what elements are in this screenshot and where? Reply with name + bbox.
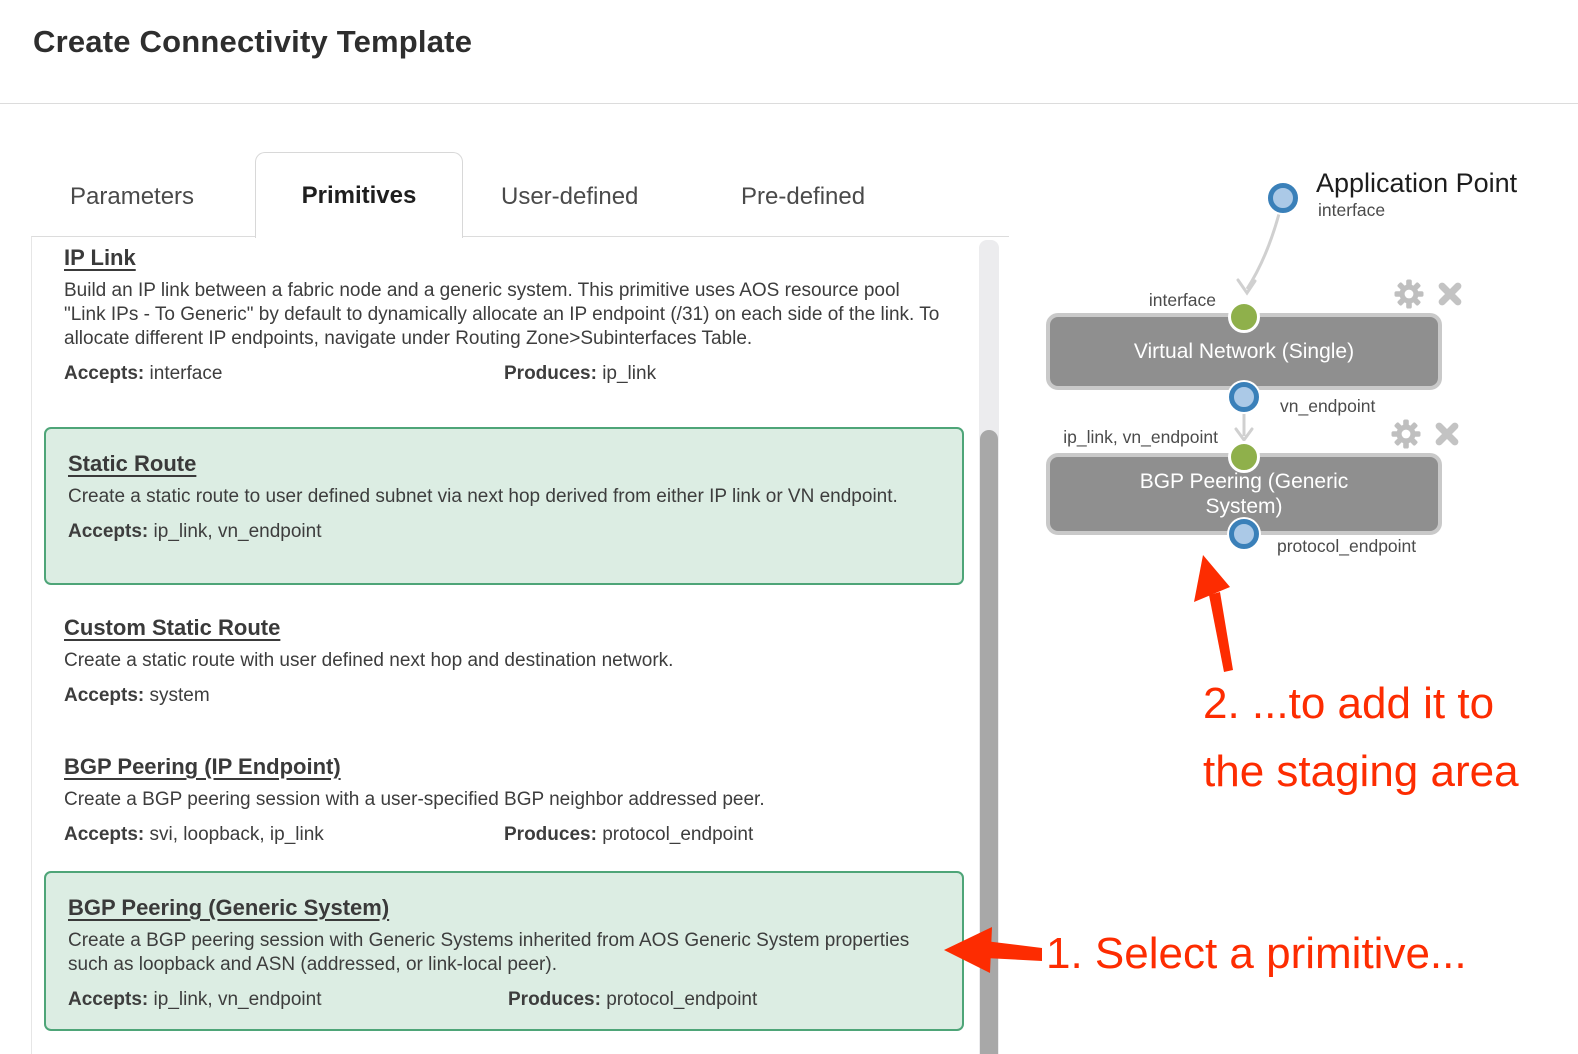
vn-node-produces-label: vn_endpoint bbox=[1280, 396, 1376, 416]
staging-node-title: BGP Peering (Generic System) bbox=[1139, 470, 1349, 518]
tab-user-defined[interactable]: User-defined bbox=[501, 183, 639, 210]
annotation-step2-line2: the staging area bbox=[1203, 747, 1519, 796]
gear-icon[interactable] bbox=[1390, 418, 1422, 450]
bgp-node-produces-label: protocol_endpoint bbox=[1277, 536, 1417, 556]
primitive-description: Build an IP link between a fabric node a… bbox=[64, 280, 940, 349]
accepts-label: Accepts: bbox=[64, 685, 145, 706]
produces-value: ip_link bbox=[602, 363, 657, 384]
vn-node-accepts-label: interface bbox=[1148, 290, 1216, 310]
produces-value: protocol_endpoint bbox=[602, 824, 754, 845]
accepts-value: system bbox=[149, 685, 210, 706]
accepts-label: Accepts: bbox=[64, 363, 145, 384]
primitive-item-bgp-peering-generic-system-selected[interactable]: BGP Peering (Generic System) Create a BG… bbox=[44, 871, 964, 1031]
header-divider bbox=[0, 103, 1578, 104]
remove-icon[interactable] bbox=[1436, 280, 1464, 308]
bgp-node-accepts-label: ip_link, vn_endpoint bbox=[1063, 427, 1218, 447]
primitive-description: Create a BGP peering session with Generi… bbox=[68, 930, 910, 975]
accepts-value: ip_link, vn_endpoint bbox=[153, 521, 322, 542]
primitive-title[interactable]: BGP Peering (IP Endpoint) bbox=[64, 754, 341, 779]
application-point-port bbox=[1268, 183, 1298, 213]
annotation-step2-line1: 2. ...to add it to bbox=[1203, 679, 1495, 728]
primitive-meta: Accepts: interface Produces: ip_link bbox=[64, 363, 944, 385]
application-point-subtitle: interface bbox=[1318, 200, 1386, 220]
primitive-title[interactable]: BGP Peering (Generic System) bbox=[68, 895, 390, 920]
primitives-scrollbar-thumb[interactable] bbox=[980, 430, 998, 1054]
primitive-item-bgp-peering-ip-endpoint[interactable]: BGP Peering (IP Endpoint) Create a BGP p… bbox=[64, 754, 944, 846]
accepts-label: Accepts: bbox=[68, 989, 149, 1010]
produces-label: Produces: bbox=[504, 824, 597, 845]
tab-pre-defined[interactable]: Pre-defined bbox=[741, 183, 866, 210]
accepts-value: interface bbox=[149, 363, 223, 384]
primitive-description: Create a static route with user defined … bbox=[64, 650, 674, 671]
primitive-meta: Accepts: ip_link, vn_endpoint bbox=[68, 521, 940, 543]
tab-primitives-label: Primitives bbox=[301, 181, 417, 209]
accepts-label: Accepts: bbox=[64, 824, 145, 845]
staging-node-title: Virtual Network (Single) bbox=[1133, 340, 1355, 363]
bgp-node-input-port bbox=[1228, 441, 1260, 473]
vn-node-output-port bbox=[1229, 382, 1259, 412]
annotation-arrow-up bbox=[1194, 555, 1233, 672]
tab-primitives[interactable]: Primitives bbox=[255, 152, 463, 238]
produces-label: Produces: bbox=[508, 989, 601, 1010]
primitive-description: Create a static route to user defined su… bbox=[68, 486, 898, 507]
accepts-value: svi, loopback, ip_link bbox=[149, 824, 324, 845]
application-point-title: Application Point bbox=[1316, 168, 1518, 198]
primitive-item-ip-link[interactable]: IP Link Build an IP link between a fabri… bbox=[64, 245, 944, 385]
page-title: Create Connectivity Template bbox=[33, 24, 473, 59]
tab-parameters[interactable]: Parameters bbox=[70, 183, 195, 210]
primitive-title[interactable]: IP Link bbox=[64, 245, 136, 270]
vn-node-input-port bbox=[1228, 301, 1260, 333]
primitive-item-static-route-selected[interactable]: Static Route Create a static route to us… bbox=[44, 427, 964, 585]
annotation-step1: 1. Select a primitive... bbox=[1046, 929, 1467, 978]
remove-icon[interactable] bbox=[1433, 420, 1461, 448]
primitives-list-panel: IP Link Build an IP link between a fabri… bbox=[31, 236, 1009, 1054]
accepts-value: ip_link, vn_endpoint bbox=[153, 989, 322, 1010]
primitive-title[interactable]: Custom Static Route bbox=[64, 615, 281, 640]
gear-icon[interactable] bbox=[1393, 278, 1425, 310]
connector-arrowhead bbox=[1234, 427, 1254, 443]
bgp-node-output-port bbox=[1229, 519, 1259, 549]
produces-label: Produces: bbox=[504, 363, 597, 384]
accepts-label: Accepts: bbox=[68, 521, 149, 542]
primitive-meta: Accepts: svi, loopback, ip_link Produces… bbox=[64, 824, 944, 846]
primitive-item-custom-static-route[interactable]: Custom Static Route Create a static rout… bbox=[64, 615, 944, 707]
primitive-description: Create a BGP peering session with a user… bbox=[64, 789, 765, 810]
primitive-title[interactable]: Static Route bbox=[68, 451, 197, 476]
primitive-meta: Accepts: system bbox=[64, 685, 944, 707]
produces-value: protocol_endpoint bbox=[606, 989, 758, 1010]
primitive-meta: Accepts: ip_link, vn_endpoint Produces: … bbox=[68, 989, 940, 1011]
connector-app-point-to-vn bbox=[1245, 213, 1281, 290]
primitives-scrollbar-track[interactable] bbox=[979, 240, 999, 1054]
connector-arrowhead bbox=[1236, 278, 1257, 296]
